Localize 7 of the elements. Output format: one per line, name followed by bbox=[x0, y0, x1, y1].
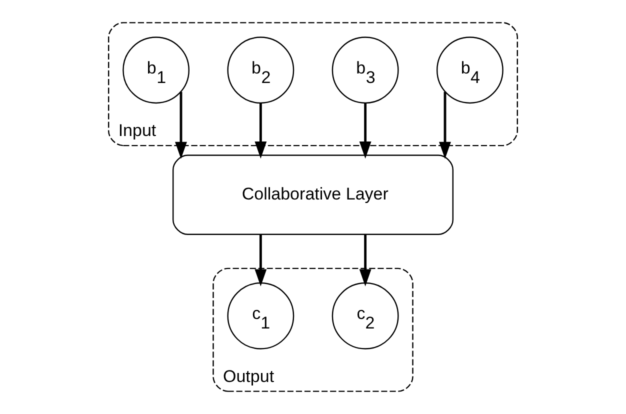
arrow bbox=[359, 234, 372, 286]
arrow bbox=[254, 234, 267, 286]
arrow bbox=[359, 103, 372, 159]
arrow bbox=[254, 103, 267, 159]
node-box: Collaborative Layer bbox=[172, 154, 454, 235]
arrow bbox=[439, 92, 451, 159]
arrow bbox=[175, 92, 187, 159]
